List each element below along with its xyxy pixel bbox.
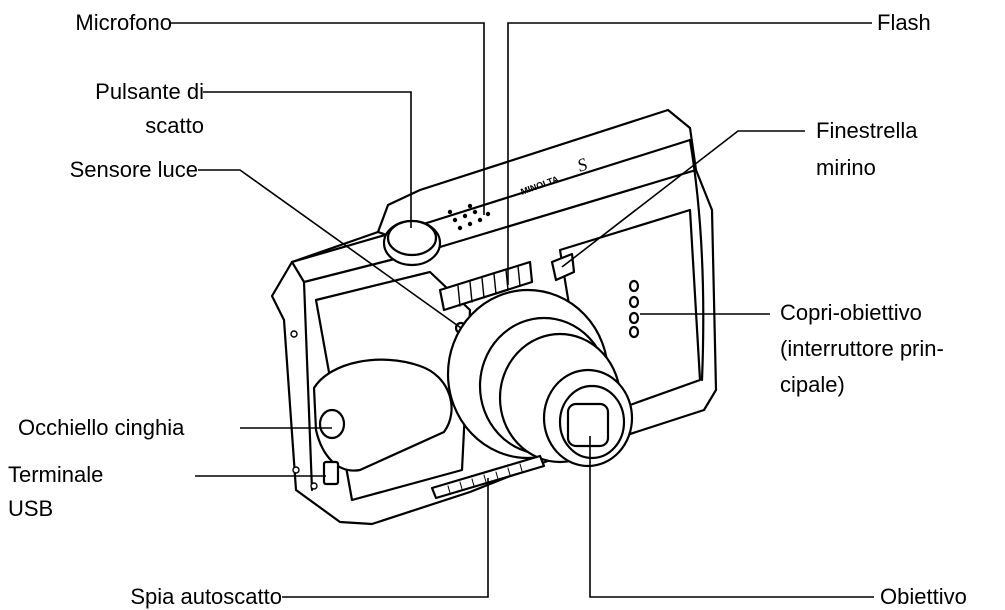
label-pulsante-line1: Pulsante di	[95, 79, 204, 104]
strap-eyelet	[318, 408, 346, 440]
flash-window	[438, 260, 534, 312]
label-copri-obiettivo-line3: cipale)	[780, 372, 845, 397]
label-finestrella-line1: Finestrella	[816, 118, 918, 143]
label-finestrella-line2: mirino	[816, 155, 876, 180]
side-dots	[628, 279, 640, 339]
leader-sensore	[198, 169, 462, 329]
self-timer-slot	[430, 454, 546, 500]
leader-obiettivo	[589, 436, 874, 598]
usb-terminal	[322, 460, 340, 486]
label-occhiello-cinghia: Occhiello cinghia	[18, 415, 185, 440]
leader-microfono	[170, 22, 485, 215]
label-terminale-usb-line1: Terminale	[8, 462, 104, 487]
leader-pulsante	[203, 91, 412, 228]
label-obiettivo: Obiettivo	[880, 584, 967, 609]
label-flash: Flash	[877, 10, 931, 35]
label-pulsante-line2: scatto	[145, 113, 204, 138]
label-terminale-usb-line2: USB	[8, 496, 54, 521]
leader-flash	[507, 22, 872, 285]
label-copri-obiettivo-line2: (interruttore prin-	[780, 336, 944, 361]
label-copri-obiettivo-line1: Copri-obiettivo	[780, 300, 922, 325]
lens-glass	[566, 402, 610, 448]
label-microfono: Microfono	[75, 10, 172, 35]
label-spia-autoscatto: Spia autoscatto	[130, 584, 282, 609]
leader-mirino	[561, 130, 805, 268]
label-sensore-luce: Sensore luce	[69, 157, 198, 182]
leader-autoscatto	[282, 478, 489, 598]
microphone-holes	[447, 203, 491, 231]
top-plate-edge	[290, 138, 692, 264]
